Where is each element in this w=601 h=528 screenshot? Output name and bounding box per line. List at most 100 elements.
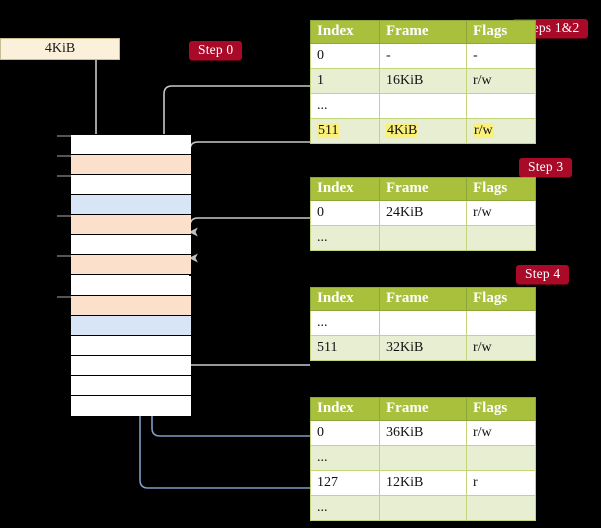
table-cell-idx: 0: [310, 420, 380, 446]
table-cell-frm: 4KiB: [379, 118, 467, 144]
memory-row: [57, 135, 191, 156]
table-cell-frm: [379, 445, 467, 471]
badge-step-0: Step 0: [189, 41, 243, 60]
memory-row: [71, 375, 191, 396]
table-cell-frm: 36KiB: [379, 420, 467, 446]
table-cell-idx: ...: [310, 310, 380, 336]
table-cell-frm: [379, 310, 467, 336]
memory-row: [57, 175, 191, 196]
memory-row-tick: [57, 215, 71, 218]
column-header-frame: Frame: [379, 287, 467, 311]
memory-row: [71, 395, 191, 416]
memory-row-tick: [57, 295, 71, 298]
table-cell-idx: ...: [310, 93, 380, 119]
table-cell-frm: 12KiB: [379, 470, 467, 496]
table-cell-idx: 127: [310, 470, 380, 496]
highlighted-value: r/w: [473, 122, 494, 138]
table-row[interactable]: 0--: [310, 43, 536, 69]
wire-step4: [180, 305, 310, 366]
table-cell-flg: [466, 93, 536, 119]
column-header-index: Index: [310, 177, 380, 201]
table-cell-flg: -: [466, 43, 536, 69]
highlighted-value: 511: [317, 122, 340, 138]
column-header-flags: Flags: [466, 20, 536, 44]
column-header-index: Index: [310, 287, 380, 311]
table-row[interactable]: ...: [310, 225, 536, 251]
memory-row: [57, 155, 191, 176]
table-cell-flg: r/w: [466, 335, 536, 361]
table-cell-flg: r/w: [466, 118, 536, 144]
column-header-flags: Flags: [466, 177, 536, 201]
table-cell-idx: 511: [310, 335, 380, 361]
table-cell-idx: 0: [310, 200, 380, 226]
column-header-index: Index: [310, 397, 380, 421]
source-address-box: 4KiB: [0, 38, 120, 60]
memory-row: [57, 255, 191, 276]
table-cell-frm: [379, 495, 467, 521]
column-header-flags: Flags: [466, 287, 536, 311]
table-cell-idx: 0: [310, 43, 380, 69]
table-cell-flg: [466, 495, 536, 521]
wire-step3: [188, 217, 310, 263]
table-cell-flg: [466, 225, 536, 251]
memory-row-tick: [57, 255, 71, 258]
table-row[interactable]: ...: [310, 93, 536, 119]
memory-row: [71, 275, 191, 296]
physical-memory-column: [57, 134, 191, 416]
badge-step-4-label: Step 4: [525, 266, 561, 281]
highlighted-value: 4KiB: [386, 122, 419, 138]
table-cell-idx: 1: [310, 68, 380, 94]
table-cell-flg: [466, 310, 536, 336]
table-cell-idx: ...: [310, 445, 380, 471]
memory-row-tick: [57, 135, 71, 137]
source-address-label: 4KiB: [44, 41, 76, 56]
table-cell-idx: 511: [310, 118, 380, 144]
table-cell-frm: 32KiB: [379, 335, 467, 361]
table-cell-flg: r/w: [466, 420, 536, 446]
table-row[interactable]: ...: [310, 495, 536, 521]
table-cell-flg: [466, 445, 536, 471]
table-cell-frm: [379, 225, 467, 251]
memory-row-tick: [57, 175, 71, 178]
badge-step-3: Step 3: [519, 158, 573, 177]
table-row[interactable]: 511 4KiB r/w: [310, 118, 536, 144]
table-cell-idx: ...: [310, 225, 380, 251]
memory-row: [71, 235, 191, 256]
column-header-frame: Frame: [379, 20, 467, 44]
badge-step-0-label: Step 0: [198, 42, 234, 57]
table-row[interactable]: ...: [310, 310, 536, 336]
table-cell-idx: ...: [310, 495, 380, 521]
column-header-frame: Frame: [379, 397, 467, 421]
table-cell-flg: r: [466, 470, 536, 496]
column-header-flags: Flags: [466, 397, 536, 421]
table-cell-frm: -: [379, 43, 467, 69]
table-cell-flg: r/w: [466, 200, 536, 226]
column-header-frame: Frame: [379, 177, 467, 201]
badge-step-3-label: Step 3: [528, 159, 564, 174]
table-cell-flg: r/w: [466, 68, 536, 94]
column-header-index: Index: [310, 20, 380, 44]
memory-row: [71, 355, 191, 376]
memory-row: [71, 335, 191, 356]
badge-step-4: Step 4: [516, 265, 570, 284]
memory-row: [57, 295, 191, 316]
table-cell-frm: 24KiB: [379, 200, 467, 226]
memory-row-tick: [57, 155, 71, 158]
memory-row: [71, 195, 191, 216]
table-row[interactable]: ...: [310, 445, 536, 471]
memory-row: [71, 315, 191, 336]
table-cell-frm: [379, 93, 467, 119]
